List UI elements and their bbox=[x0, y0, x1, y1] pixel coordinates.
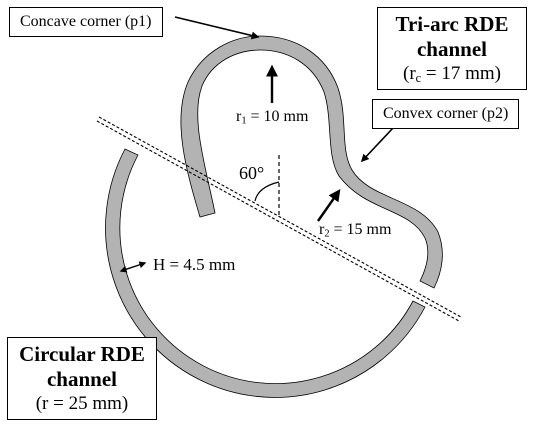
tri-arc-radius: (rc = 17 mm) bbox=[403, 62, 501, 85]
convex-corner-label: Convex corner (p2) bbox=[383, 105, 509, 122]
dividing-line-b bbox=[96, 120, 460, 322]
convex-corner-callout: Convex corner (p2) bbox=[372, 99, 520, 129]
tri-arc-channel bbox=[180, 35, 443, 289]
angle-label: 60° bbox=[239, 163, 265, 183]
h-arrow bbox=[119, 261, 147, 273]
r1-label: r1 = 10 mm bbox=[236, 108, 309, 127]
circular-channel-label-box: Circular RDE channel (r = 25 mm) bbox=[7, 337, 157, 421]
tri-arc-channel-label-box: Tri-arc RDE channel (rc = 17 mm) bbox=[377, 7, 527, 91]
concave-corner-leader bbox=[174, 16, 260, 40]
concave-corner-label: Concave corner (p1) bbox=[20, 13, 152, 30]
circular-radius: (r = 25 mm) bbox=[35, 392, 129, 414]
circular-title-line2: channel bbox=[46, 366, 117, 391]
dividing-line-a bbox=[98, 116, 462, 318]
concave-corner-callout: Concave corner (p1) bbox=[9, 7, 163, 37]
r2-arrow bbox=[317, 189, 341, 222]
circular-channel-arc bbox=[105, 148, 426, 398]
tri-arc-title-line2: channel bbox=[416, 36, 487, 61]
angle-arc bbox=[254, 181, 280, 202]
convex-corner-leader bbox=[360, 127, 394, 163]
height-label: H = 4.5 mm bbox=[153, 255, 236, 274]
tri-arc-title-line1: Tri-arc RDE bbox=[395, 12, 509, 36]
r2-label: r2 = 15 mm bbox=[319, 221, 392, 240]
circular-title-line1: Circular RDE bbox=[19, 342, 145, 366]
